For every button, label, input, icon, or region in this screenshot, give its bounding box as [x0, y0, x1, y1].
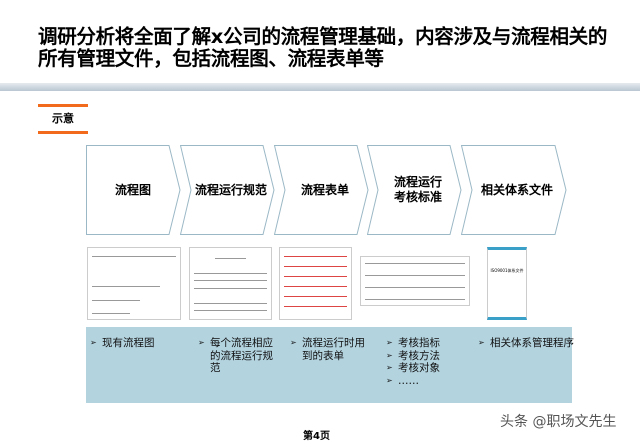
detail-item: 现有流程图: [90, 337, 155, 350]
step-label: 流程表单: [300, 182, 349, 197]
details-panel: 现有流程图 每个流程相应的流程运行规范 流程运行时用到的表单 考核指标 考核方法…: [86, 327, 574, 403]
section-tag: 示意: [38, 104, 88, 134]
detail-item: 考核方法: [386, 350, 466, 363]
step-label: 流程图: [114, 182, 151, 197]
detail-item: ……: [386, 375, 466, 388]
detail-item: 考核指标: [386, 337, 466, 350]
step-label: 流程运行规范: [194, 182, 267, 197]
step-chevron-2: 流程运行规范: [180, 145, 280, 235]
process-form-thumbnail: [279, 247, 352, 320]
step-chevron-1: 流程图: [86, 145, 186, 235]
detail-column-5: 相关体系管理程序: [478, 337, 574, 350]
page-number: 第4页: [303, 431, 330, 442]
step-chevron-4: 流程运行 考核标准: [367, 145, 467, 235]
detail-item: 流程运行时用到的表单: [290, 337, 368, 362]
title-divider: [0, 83, 640, 91]
detail-item: 考核对象: [386, 362, 466, 375]
process-spec-thumbnail: [189, 247, 272, 320]
step-chevron-5: 相关体系文件: [461, 145, 571, 235]
page-title: 调研分析将全面了解x公司的流程管理基础，内容涉及与流程相关的所有管理文件，包括流…: [38, 25, 608, 70]
detail-item: 每个流程相应的流程运行规范: [198, 337, 276, 375]
step-label: 相关体系文件: [480, 182, 553, 197]
flowchart-thumbnail: [87, 247, 181, 320]
detail-column-2: 每个流程相应的流程运行规范: [198, 337, 276, 375]
step-chevron-3: 流程表单: [274, 145, 374, 235]
assessment-table-thumbnail: [360, 256, 470, 306]
detail-column-4: 考核指标 考核方法 考核对象 ……: [386, 337, 466, 387]
detail-item: 相关体系管理程序: [478, 337, 574, 350]
iso-cover-text: ISO9001体系文件: [490, 268, 524, 273]
detail-column-1: 现有流程图: [90, 337, 155, 350]
iso-document-thumbnail: ISO9001体系文件: [487, 247, 527, 320]
step-label: 流程运行 考核标准: [393, 175, 442, 204]
watermark: 头条 @职场文先生: [500, 414, 617, 430]
detail-column-3: 流程运行时用到的表单: [290, 337, 368, 362]
